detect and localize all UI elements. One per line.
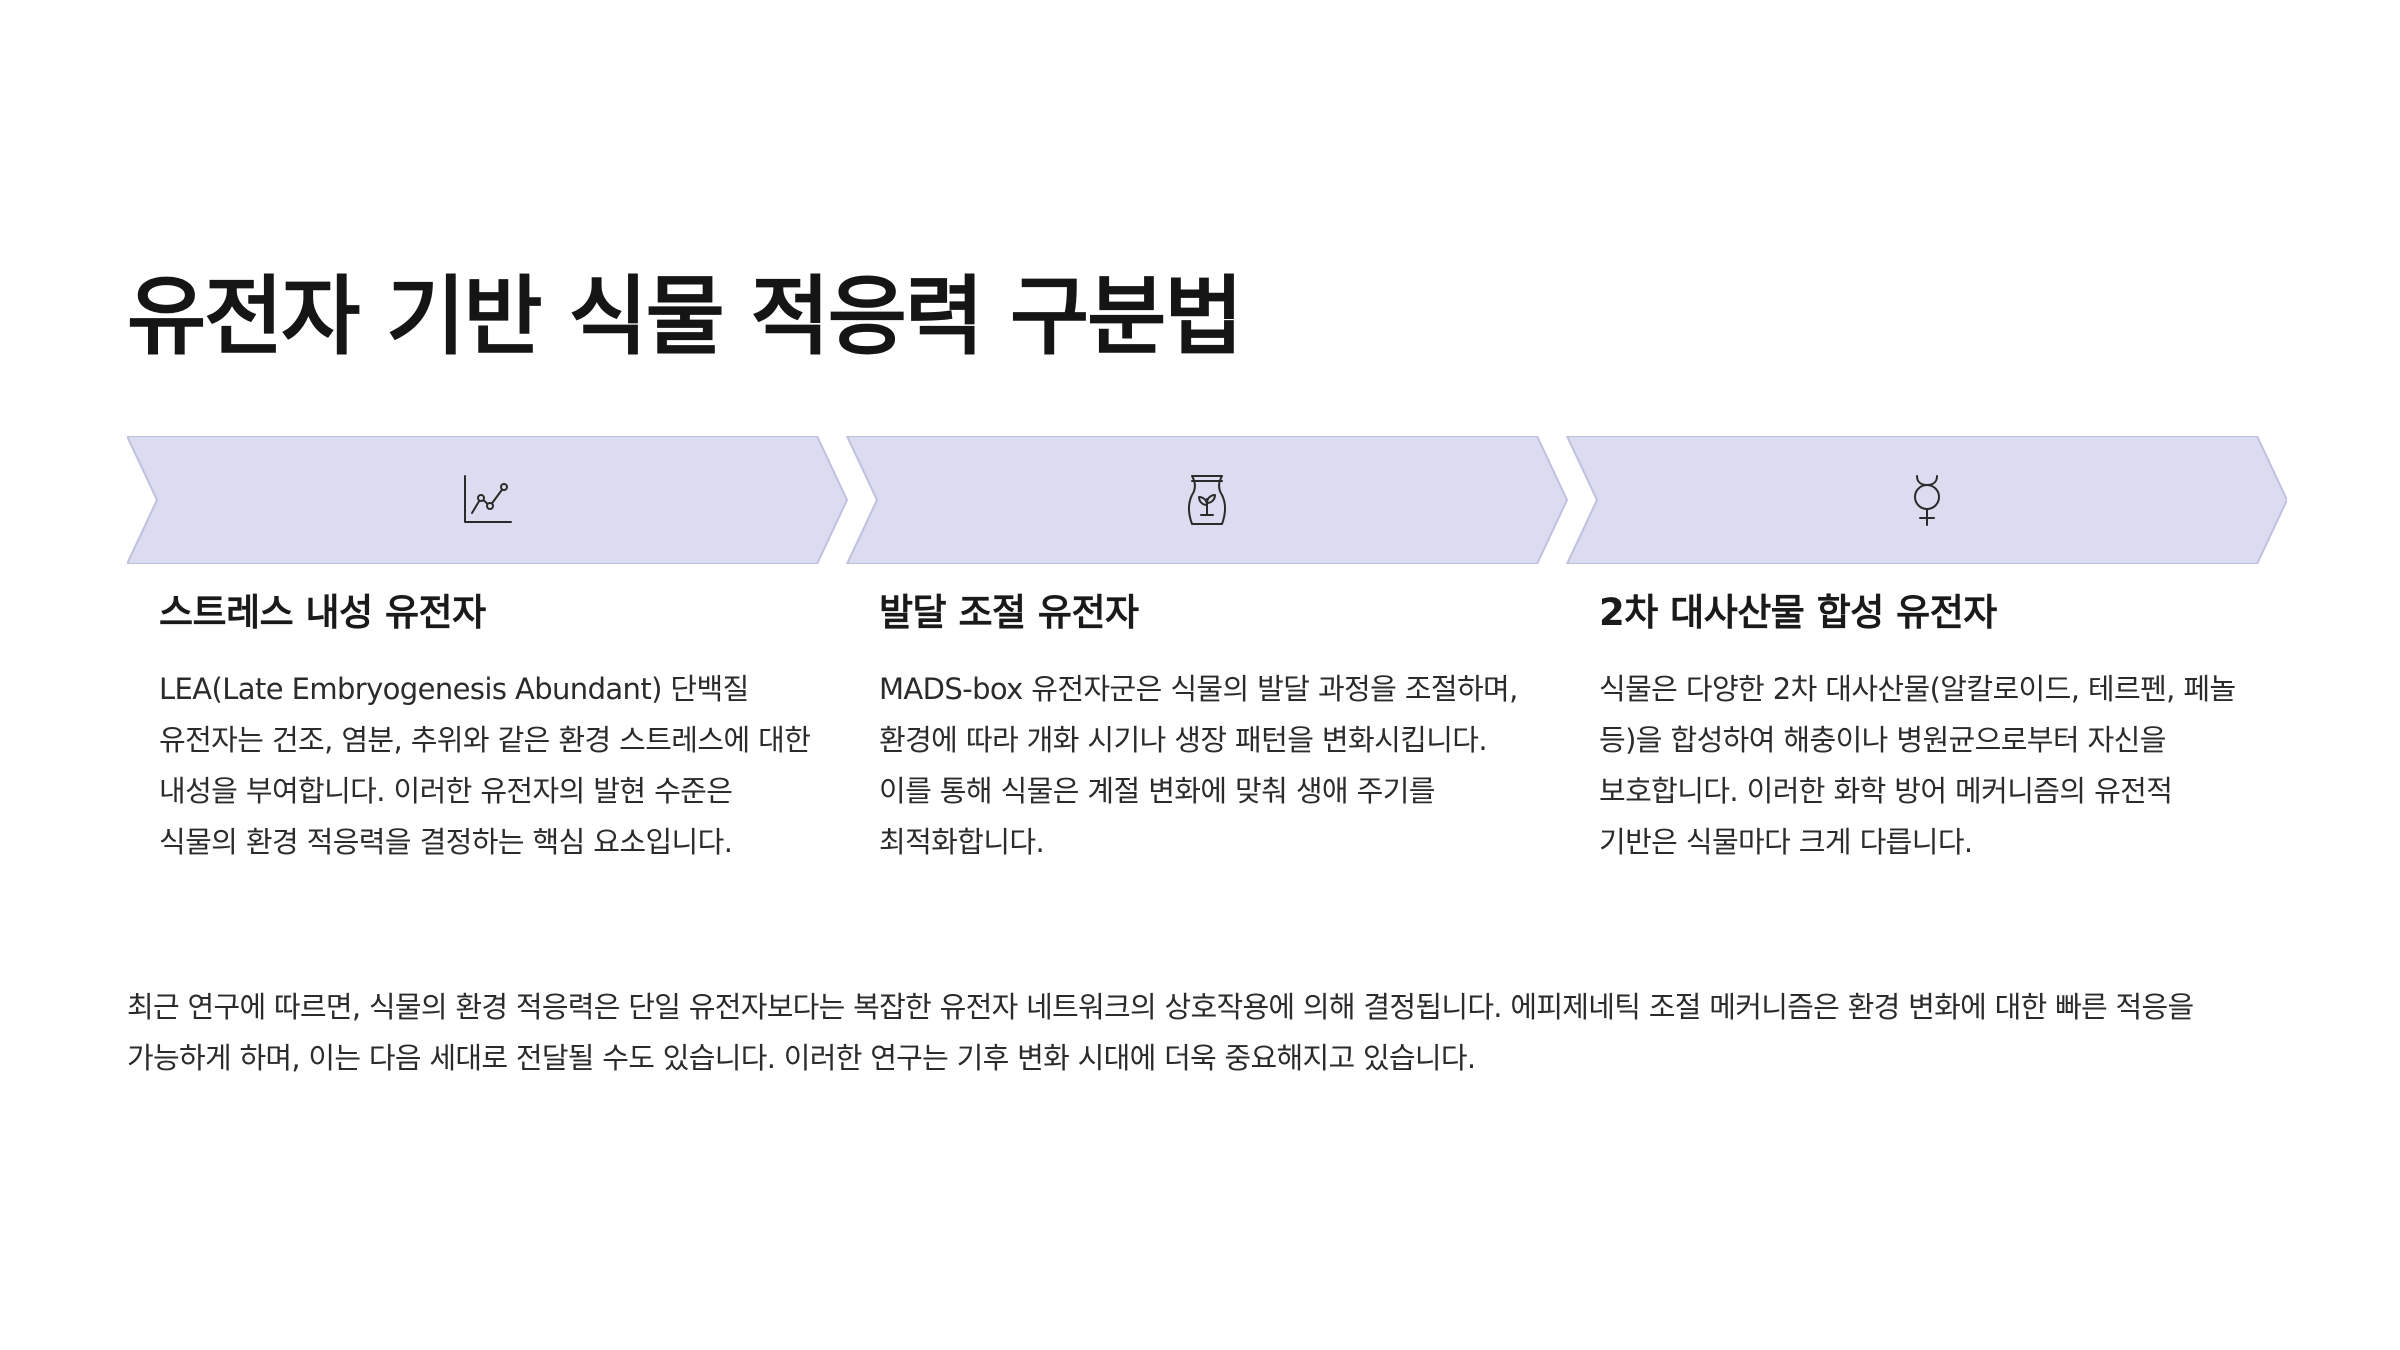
card-heading: 2차 대사산물 합성 유전자: [1599, 591, 1997, 634]
seed-bag-icon: [1175, 436, 1239, 564]
chevron-step-3: [1565, 436, 2287, 564]
card-development-regulation: 발달 조절 유전자 MADS-box 유전자군은 식물의 발달 과정을 조절하며…: [879, 590, 1539, 868]
slide: 유전자 기반 식물 적응력 구분법: [127, 0, 2287, 1350]
card-heading: 발달 조절 유전자: [879, 591, 1139, 634]
card-body: MADS-box 유전자군은 식물의 발달 과정을 조절하며, 환경에 따라 개…: [879, 672, 1518, 860]
card-heading: 스트레스 내성 유전자: [159, 591, 486, 634]
page-title: 유전자 기반 식물 적응력 구분법: [127, 267, 1243, 367]
card-stress-tolerance: 스트레스 내성 유전자 LEA(Late Embryogenesis Abund…: [159, 590, 819, 868]
card-body: 식물은 다양한 2차 대사산물(알칼로이드, 테르펜, 페놀 등)을 합성하여 …: [1599, 672, 2236, 860]
mercury-symbol-icon: [1895, 436, 1959, 564]
chevron-step-1: [127, 436, 849, 564]
process-chevrons: [127, 436, 2287, 564]
footer-paragraph: 최근 연구에 따르면, 식물의 환경 적응력은 단일 유전자보다는 복잡한 유전…: [127, 990, 2194, 1075]
line-chart-icon: [455, 436, 519, 564]
card-secondary-metabolites: 2차 대사산물 합성 유전자 식물은 다양한 2차 대사산물(알칼로이드, 테르…: [1599, 590, 2259, 868]
card-columns: 스트레스 내성 유전자 LEA(Late Embryogenesis Abund…: [127, 590, 2287, 920]
card-body: LEA(Late Embryogenesis Abundant) 단백질 유전자…: [159, 672, 811, 860]
